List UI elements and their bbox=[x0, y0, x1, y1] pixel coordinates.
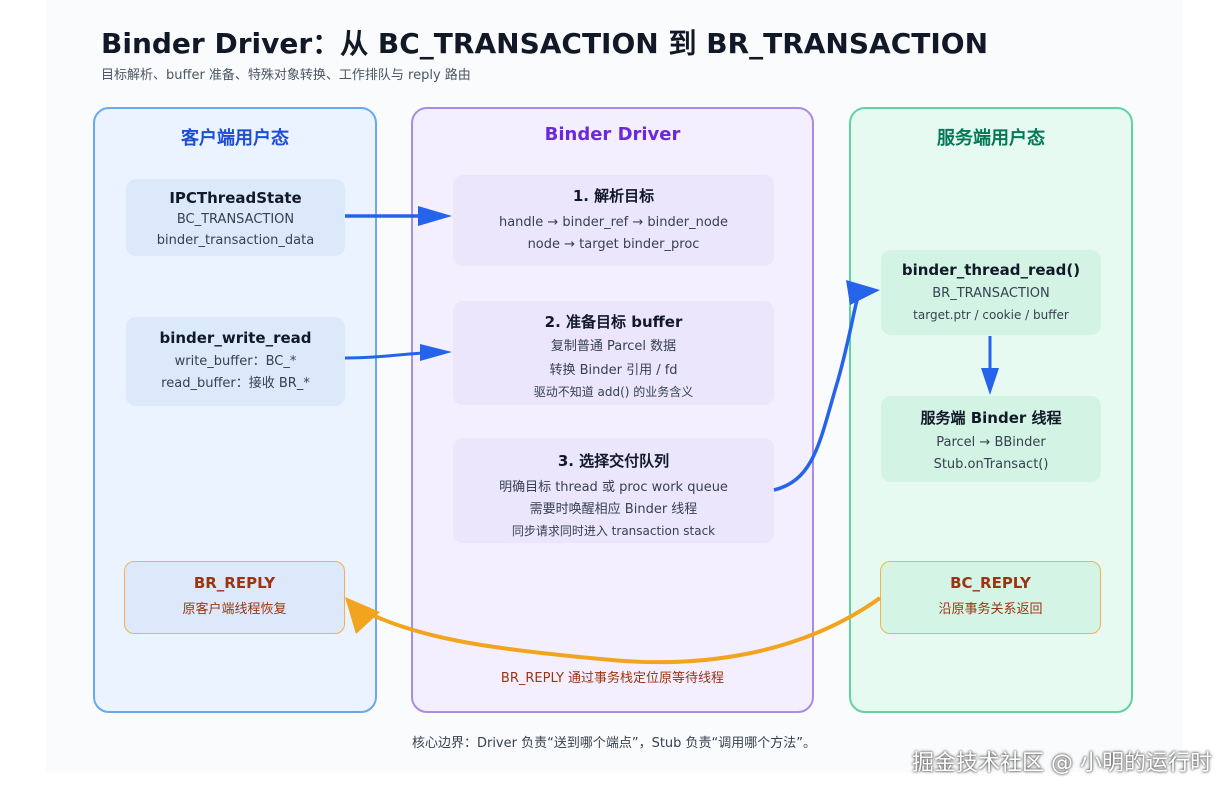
box-line: 明确目标 thread 或 proc work queue bbox=[499, 480, 728, 495]
footer-note: 核心边界：Driver 负责“送到哪个端点”，Stub 负责“调用哪个方法”。 bbox=[411, 736, 817, 751]
bc-reply-line: 沿原事务关系返回 bbox=[938, 602, 1043, 617]
box-line: node → target binder_proc bbox=[527, 237, 700, 252]
br-reply-line: 原客户端线程恢复 bbox=[182, 602, 287, 617]
page-subtitle: 目标解析、buffer 准备、特殊对象转换、工作排队与 reply 路由 bbox=[101, 68, 471, 83]
box-title: 2. 准备目标 buffer bbox=[544, 313, 683, 331]
arrow-reply-return bbox=[345, 596, 882, 665]
reply-routing-note: BR_REPLY 通过事务栈定位原等待线程 bbox=[500, 671, 725, 686]
box-title: 1. 解析目标 bbox=[572, 187, 655, 205]
box-line: target.ptr / cookie / buffer bbox=[913, 308, 1069, 322]
box-title: binder_write_read bbox=[159, 329, 312, 347]
box-line: Stub.onTransact() bbox=[933, 457, 1049, 472]
resolve-target-box: 1. 解析目标 handle → binder_ref → binder_nod… bbox=[453, 175, 774, 266]
box-line: binder_transaction_data bbox=[156, 233, 315, 248]
box-title: IPCThreadState bbox=[169, 189, 302, 207]
server-column-header: 服务端用户态 bbox=[937, 128, 1045, 149]
binder-write-read-box: binder_write_read write_buffer：BC_* read… bbox=[126, 317, 345, 406]
bc-reply-title: BC_REPLY bbox=[950, 574, 1031, 592]
box-line: Parcel → BBinder bbox=[936, 435, 1046, 450]
ipcthreadstate-box: IPCThreadState BC_TRANSACTION binder_tra… bbox=[126, 179, 345, 256]
server-binder-thread-box: 服务端 Binder 线程 Parcel → BBinder Stub.onTr… bbox=[881, 396, 1101, 482]
box-line: 需要时唤醒相应 Binder 线程 bbox=[529, 502, 698, 517]
box-title: 服务端 Binder 线程 bbox=[920, 409, 1062, 427]
br-reply-box: BR_REPLY 原客户端线程恢复 bbox=[124, 561, 345, 634]
box-title: 3. 选择交付队列 bbox=[557, 452, 670, 470]
binder-thread-read-box: binder_thread_read() BR_TRANSACTION targ… bbox=[881, 250, 1101, 335]
box-line: 驱动不知道 add() 的业务含义 bbox=[533, 385, 694, 399]
select-queue-box: 3. 选择交付队列 明确目标 thread 或 proc work queue … bbox=[453, 438, 774, 543]
arrow-queue-to-thread-read bbox=[773, 280, 880, 492]
arrow-ipc-to-resolve bbox=[345, 206, 452, 226]
bc-reply-box: BC_REPLY 沿原事务关系返回 bbox=[880, 561, 1101, 634]
br-reply-title: BR_REPLY bbox=[193, 574, 276, 592]
arrow-bwr-to-buffer bbox=[344, 344, 452, 361]
box-line: BC_TRANSACTION bbox=[176, 212, 295, 227]
box-line: 复制普通 Parcel 数据 bbox=[550, 339, 677, 354]
driver-column-header: Binder Driver bbox=[544, 124, 681, 145]
watermark: 掘金技术社区 @ 小明的运行时 bbox=[912, 751, 1212, 776]
page-title: Binder Driver：从 BC_TRANSACTION 到 BR_TRAN… bbox=[101, 27, 989, 60]
box-title: binder_thread_read() bbox=[901, 261, 1081, 279]
box-line: BR_TRANSACTION bbox=[932, 286, 1050, 301]
box-line: read_buffer：接收 BR_* bbox=[161, 376, 310, 391]
arrow-thread-read-to-binder-thread bbox=[981, 336, 999, 395]
box-line: handle → binder_ref → binder_node bbox=[498, 215, 729, 230]
prepare-buffer-box: 2. 准备目标 buffer 复制普通 Parcel 数据 转换 Binder … bbox=[453, 301, 774, 405]
box-line: 转换 Binder 引用 / fd bbox=[549, 363, 678, 378]
client-column-header: 客户端用户态 bbox=[181, 128, 289, 149]
box-line: write_buffer：BC_* bbox=[174, 354, 297, 369]
box-line: 同步请求同时进入 transaction stack bbox=[511, 524, 716, 538]
